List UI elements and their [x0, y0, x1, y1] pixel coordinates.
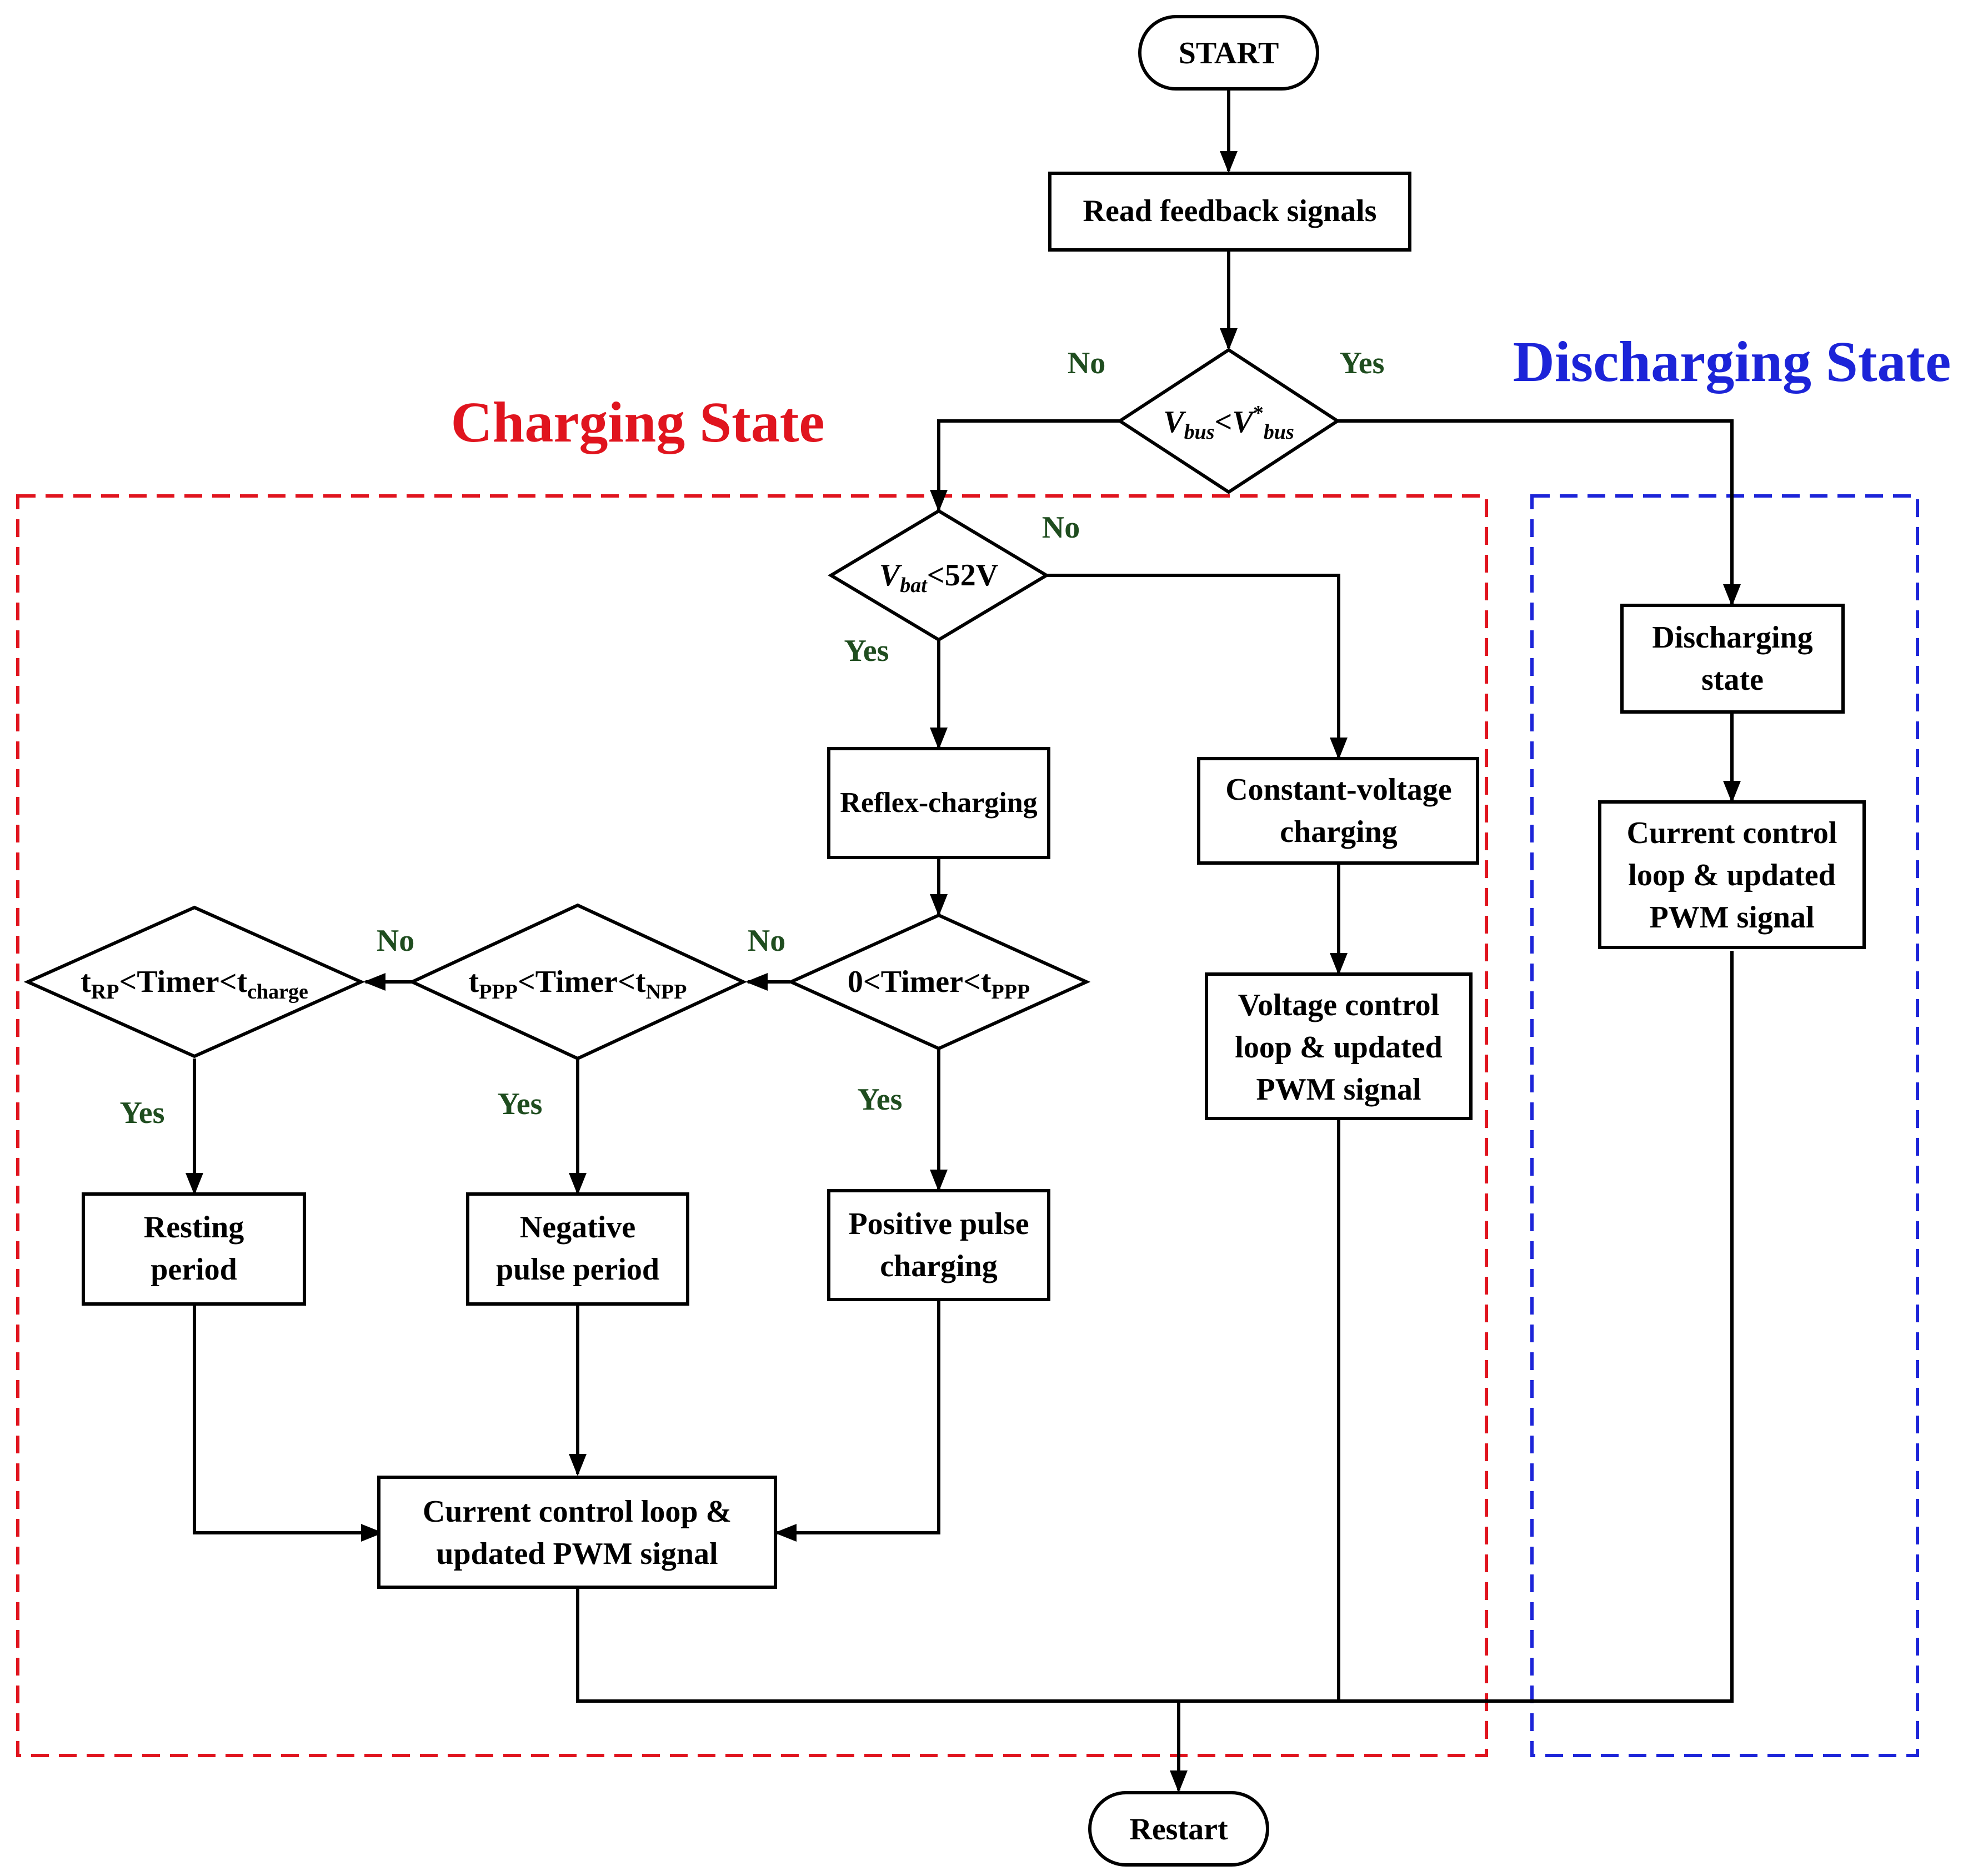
negative-pulse-box: Negative pulse period	[466, 1192, 689, 1306]
bus-yes-label: Yes	[1340, 346, 1385, 380]
timer-ppp-decision: 0<Timer<tPPP	[787, 913, 1091, 1051]
voltage-control-line1: Voltage control	[1238, 988, 1439, 1022]
edge-merge-bus	[576, 951, 1734, 1703]
npp-no-label: No	[377, 924, 414, 958]
negative-pulse-line2: pulse period	[496, 1252, 659, 1287]
restart-label: Restart	[1129, 1812, 1228, 1847]
bus-no-label: No	[1068, 346, 1105, 380]
edge-bus-yes	[1338, 419, 1741, 606]
edge-bat-no	[1046, 574, 1348, 760]
read-feedback-label: Read feedback signals	[1083, 194, 1377, 228]
charge-yes-label: Yes	[120, 1096, 165, 1130]
constant-voltage-line1: Constant-voltage	[1225, 773, 1452, 807]
timer-npp-condition: tPPP<Timer<tNPP	[469, 965, 687, 1004]
timer-ppp-condition: 0<Timer<tPPP	[848, 965, 1030, 1004]
voltage-control-line3: PWM signal	[1256, 1072, 1421, 1107]
edge-resting-loop	[193, 1305, 383, 1542]
discharging-state-box: Discharging state	[1620, 604, 1845, 714]
positive-pulse-line2: charging	[880, 1249, 998, 1283]
discharge-current-line2: loop & updated	[1628, 858, 1835, 892]
reflex-charging-label: Reflex-charging	[840, 787, 1037, 819]
charge-current-line2: updated PWM signal	[436, 1537, 718, 1571]
charge-current-line1: Current control loop &	[423, 1494, 732, 1529]
charging-state-title: Charging State	[450, 390, 824, 454]
timer-charge-condition: tRP<Timer<tcharge	[81, 965, 308, 1004]
resting-period-box: Resting period	[82, 1192, 306, 1306]
charging-state-region	[16, 494, 1488, 1757]
charge-current-control-box: Current control loop & updated PWM signa…	[377, 1476, 777, 1589]
bat-no-label: No	[1042, 510, 1080, 545]
timer-npp-decision: tPPP<Timer<tNPP	[408, 903, 748, 1061]
edge-positive-loop	[774, 1301, 940, 1542]
start-terminal: START	[1138, 15, 1319, 91]
discharging-state-region	[1530, 494, 1919, 1757]
discharge-current-line3: PWM signal	[1649, 900, 1814, 935]
discharge-current-line1: Current control	[1627, 816, 1837, 850]
bus-voltage-decision: Vbus<V*bus	[1116, 348, 1341, 494]
start-label: START	[1179, 36, 1279, 71]
resting-period-line1: Resting	[144, 1210, 244, 1245]
reflex-charging-box: Reflex-charging	[827, 747, 1050, 859]
bat-yes-label: Yes	[844, 634, 889, 668]
timer-charge-decision: tRP<Timer<tcharge	[23, 905, 365, 1059]
bus-voltage-condition: Vbus<V*bus	[1163, 402, 1294, 444]
constant-voltage-line2: charging	[1280, 815, 1398, 849]
connectors	[186, 89, 1741, 1793]
resting-period-line2: period	[151, 1252, 237, 1287]
discharge-current-control-box: Current control loop & updated PWM signa…	[1598, 800, 1866, 949]
read-feedback-box: Read feedback signals	[1048, 172, 1411, 252]
battery-voltage-condition: Vbat<52V	[879, 558, 998, 597]
npp-yes-label: Yes	[498, 1087, 543, 1121]
positive-pulse-line1: Positive pulse	[848, 1207, 1029, 1241]
voltage-control-box: Voltage control loop & updated PWM signa…	[1205, 972, 1473, 1120]
discharging-state-line2: state	[1701, 663, 1764, 697]
discharging-state-line1: Discharging	[1652, 620, 1812, 655]
discharging-state-title: Discharging State	[1513, 330, 1951, 394]
positive-pulse-box: Positive pulse charging	[827, 1189, 1050, 1301]
restart-terminal: Restart	[1088, 1791, 1269, 1867]
ppp-yes-label: Yes	[858, 1082, 903, 1117]
edge-bus-no	[930, 419, 1120, 512]
constant-voltage-box: Constant-voltage charging	[1197, 757, 1479, 865]
negative-pulse-line1: Negative	[520, 1210, 635, 1245]
voltage-control-line2: loop & updated	[1235, 1030, 1442, 1065]
ppp-no-label: No	[748, 924, 785, 958]
battery-voltage-decision: Vbat<52V	[828, 509, 1050, 642]
